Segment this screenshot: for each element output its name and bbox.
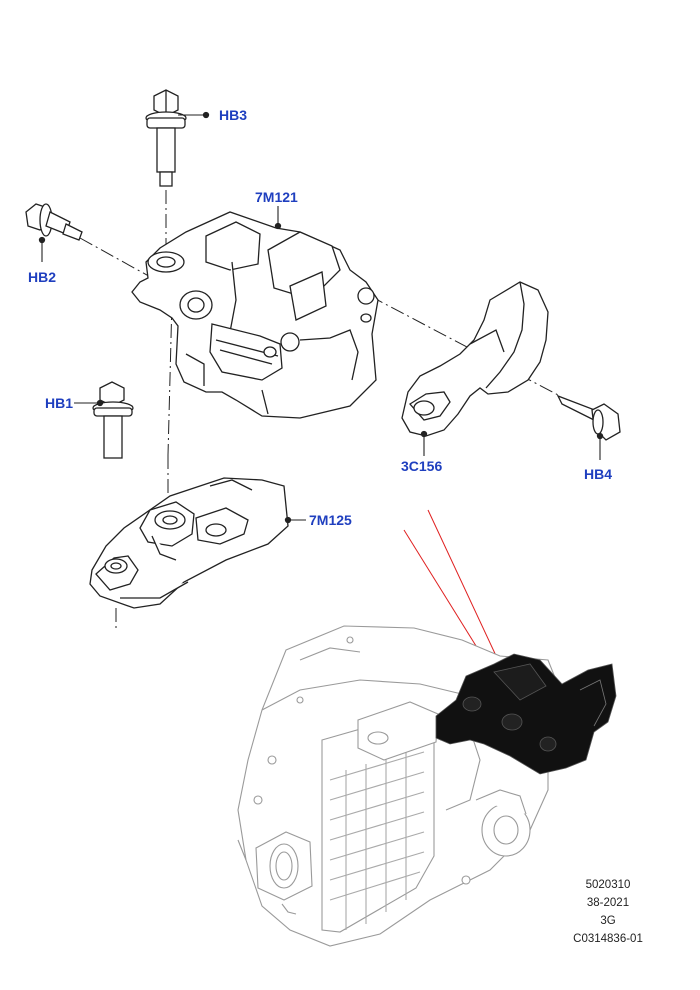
callout-3c156: 3C156 bbox=[401, 458, 443, 474]
callout-7m125: 7M125 bbox=[309, 512, 352, 528]
bolt-hb1 bbox=[92, 381, 134, 459]
callout-hb3: HB3 bbox=[219, 107, 248, 123]
bracket-3c156 bbox=[401, 281, 549, 437]
callout-hb2: HB2 bbox=[28, 269, 57, 285]
highlighted-mount-assembly bbox=[435, 653, 617, 775]
red-leader-lines bbox=[403, 509, 499, 663]
lower-mount-7m125 bbox=[89, 477, 289, 609]
reference-code-4: C0314836-01 bbox=[573, 933, 643, 945]
reference-code-3: 3G bbox=[600, 915, 616, 927]
callout-hb4: HB4 bbox=[584, 466, 613, 482]
engine-mount-7m121 bbox=[131, 211, 379, 419]
bolt-hb4 bbox=[556, 394, 621, 441]
bolt-hb2 bbox=[25, 203, 83, 241]
callout-7m121: 7M121 bbox=[255, 189, 298, 205]
reference-code-1: 5020310 bbox=[585, 879, 631, 891]
reference-code-2: 38-2021 bbox=[586, 897, 630, 909]
callout-hb1: HB1 bbox=[45, 395, 74, 411]
bolt-hb3 bbox=[145, 89, 187, 187]
callout-leaders bbox=[38, 111, 604, 524]
